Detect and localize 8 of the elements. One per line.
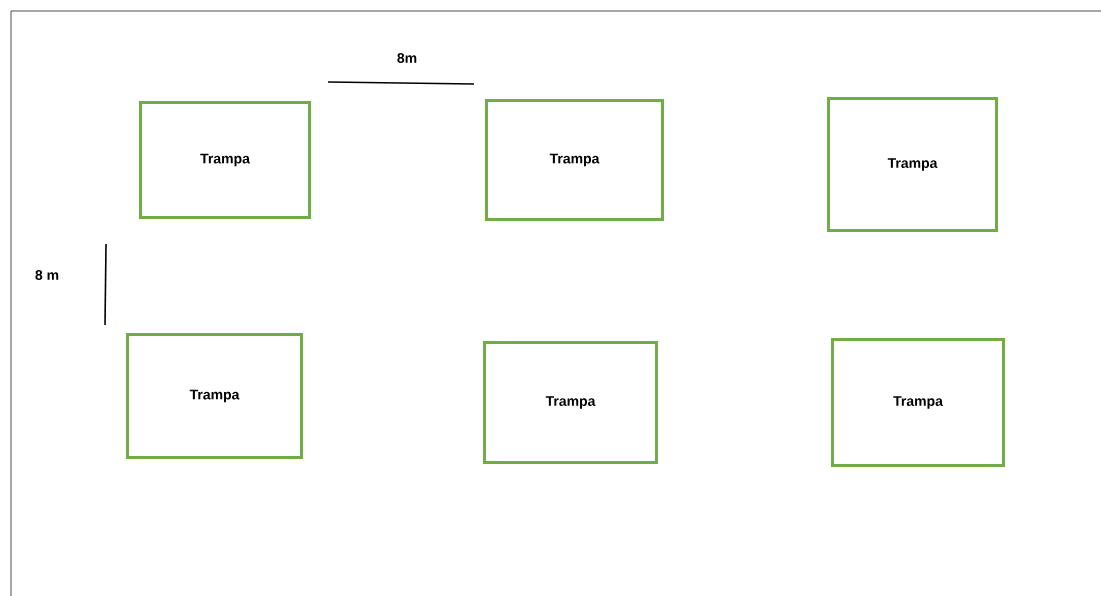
trap-box: Trampa bbox=[139, 101, 311, 219]
trap-box: Trampa bbox=[827, 97, 998, 232]
dimension-label: 8m bbox=[397, 53, 417, 63]
dimension-label: 8 m bbox=[35, 270, 59, 280]
trap-box: Trampa bbox=[483, 341, 658, 464]
trap-box: Trampa bbox=[485, 99, 664, 221]
trap-box: Trampa bbox=[831, 338, 1005, 467]
trap-box: Trampa bbox=[126, 333, 303, 459]
